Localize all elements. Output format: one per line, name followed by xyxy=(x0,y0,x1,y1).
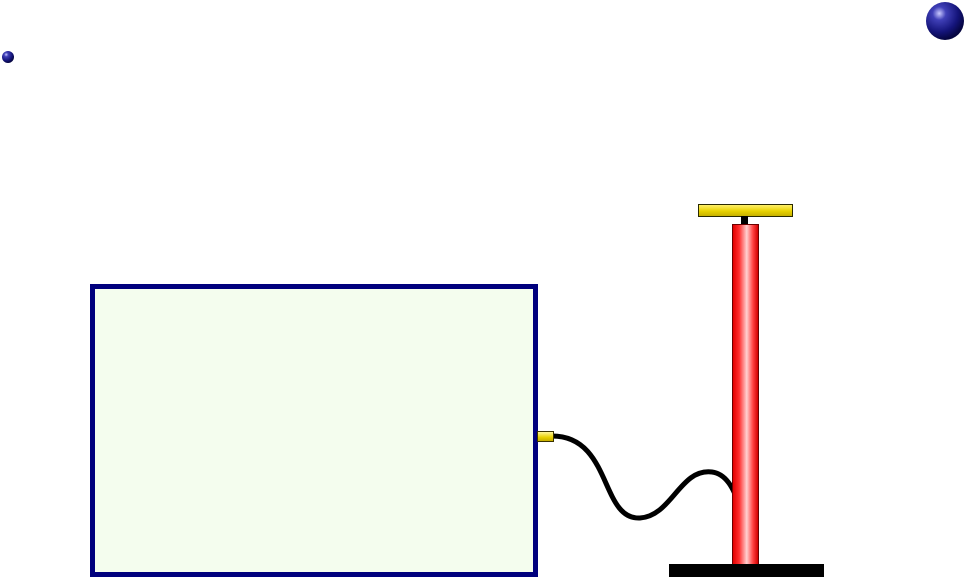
air-container xyxy=(90,284,538,577)
pump-rod xyxy=(741,216,748,225)
valve-connector xyxy=(537,431,554,442)
pump-barrel xyxy=(732,224,759,568)
pump-base xyxy=(669,564,824,577)
small-ball-icon xyxy=(2,51,14,63)
hose-tube xyxy=(549,433,749,569)
large-ball-icon xyxy=(926,2,964,40)
